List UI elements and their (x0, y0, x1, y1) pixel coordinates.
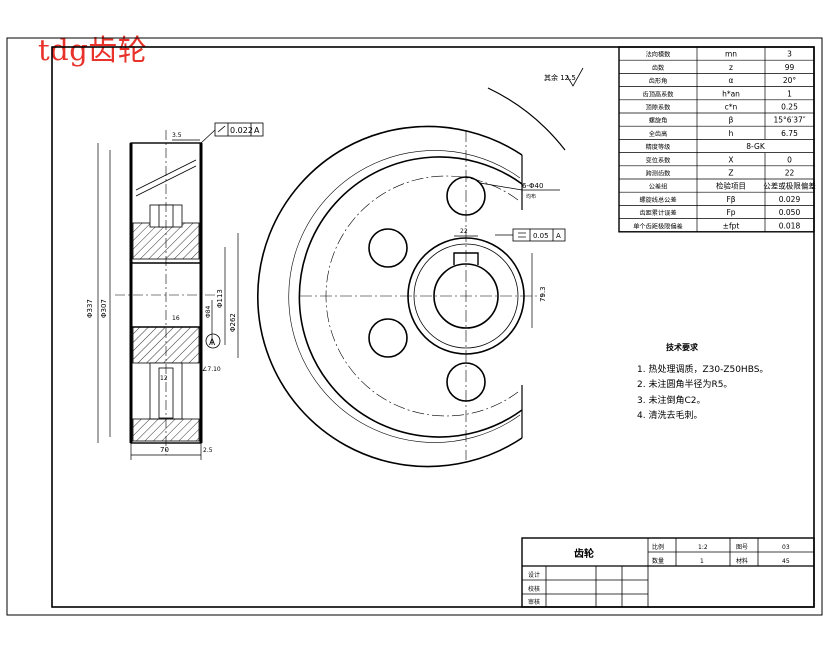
front-view (256, 67, 584, 468)
param-name: 变位系数 (646, 156, 672, 164)
param-value: 0.050 (779, 208, 801, 217)
drawing-no-label: 图号 (736, 544, 748, 551)
requirement-2: 2. 未注圆角半径为R5。 (637, 378, 732, 390)
param-value: 0.029 (779, 195, 801, 204)
datum-ref-right: A (556, 232, 561, 240)
param-value: 8-GK (746, 142, 766, 151)
param-symbol: mn (725, 50, 737, 59)
watermark-label: tdg齿轮 (38, 33, 148, 67)
param-name: 齿距累计误差 (639, 209, 676, 217)
param-name: 全齿高 (649, 130, 668, 138)
tolerance-value-right: 0.05 (533, 232, 549, 240)
param-name: 法向模数 (646, 51, 672, 59)
dim-bore-diameter: Φ84 (205, 305, 212, 318)
dim-keyway-width: 22 (460, 228, 468, 235)
requirement-3: 3. 未注倒角C2。 (637, 394, 705, 406)
param-value: 20° (783, 76, 797, 85)
param-name: 公差组 (649, 183, 668, 191)
outer-border (6, 37, 823, 616)
drawing-no-value: 03 (782, 544, 790, 551)
param-symbol: X (728, 155, 733, 164)
param-symbol: α (729, 76, 734, 85)
param-value: 0 (787, 155, 792, 164)
designer-label: 设计 (528, 571, 540, 579)
requirement-4: 4. 清洗去毛刺。 (637, 409, 702, 421)
param-value: 15°6′37″ (773, 116, 805, 125)
qty-label: 数量 (652, 557, 664, 565)
param-name: 顶隙系数 (646, 104, 672, 112)
part-name: 齿轮 (574, 547, 594, 560)
dim-end-offset: 2.5 (203, 447, 213, 454)
qty-value: 1 (700, 558, 704, 565)
checker-label: 校核 (528, 585, 540, 593)
param-symbol: ±fpt (723, 221, 740, 230)
param-name: 螺旋角 (649, 117, 668, 125)
param-name: 齿数 (652, 64, 665, 72)
title-block (521, 537, 815, 608)
param-symbol: β (729, 116, 734, 125)
param-symbol: 检验项目 (716, 181, 746, 191)
param-value: 1 (787, 89, 792, 98)
section-view (97, 122, 264, 460)
dim-keyway-depth: 79.3 (539, 286, 547, 302)
inner-frame (51, 46, 815, 608)
requirement-1: 1. 热处理调质，Z30-Z50HBS。 (637, 363, 768, 375)
param-name: 精度等级 (646, 143, 671, 151)
material-label: 材料 (736, 557, 748, 565)
parameter-table: 法向模数 mn 3 齿数 z 99 齿形角 α 20° 齿顶高系数 h*an 1 顶隙系数 c*n 0.25… (618, 46, 816, 233)
param-name: 单个齿距极限偏差 (633, 222, 683, 230)
datum-marker: A (209, 338, 216, 348)
dim-web-diameter: Φ262 (229, 313, 237, 332)
tolerance-value-left: 0.022 (230, 126, 253, 135)
dim-hub-step: 3.5 (172, 132, 182, 139)
dim-pitch-diameter: Φ307 (100, 299, 108, 318)
param-value: 0.25 (781, 103, 798, 112)
approver-label: 审核 (528, 598, 540, 606)
param-symbol: Fp (726, 208, 735, 217)
param-symbol: h (729, 129, 734, 138)
requirements-title: 技术要求 (666, 342, 699, 352)
param-name: 螺旋线总公差 (639, 196, 676, 204)
param-value: 公差或极限偏差 (763, 181, 816, 191)
dim-web-thickness: 12 (160, 375, 168, 382)
param-symbol: h*an (722, 89, 740, 98)
param-name: 跨测齿数 (646, 170, 672, 178)
dim-tip-diameter: Φ337 (86, 299, 94, 318)
param-value: 3 (787, 50, 792, 59)
param-symbol: c*n (725, 103, 738, 112)
param-symbol: z (729, 63, 733, 72)
param-value: 99 (785, 63, 795, 72)
dim-angle: ∠7.10 (202, 366, 221, 373)
param-value: 0.018 (779, 221, 801, 230)
roughness-note: 其余 12.5 (544, 73, 576, 82)
param-symbol: Fβ (726, 195, 735, 204)
scale-value: 1:2 (698, 544, 708, 551)
param-value: 6.75 (781, 129, 798, 138)
param-value: 22 (785, 169, 795, 178)
dim-hub-diameter: Φ113 (216, 289, 224, 308)
param-name: 齿顶高系数 (643, 90, 675, 98)
holes-note-sub: 均布 (526, 193, 536, 200)
dim-rim: 16 (172, 315, 180, 322)
scale-label: 比例 (652, 543, 664, 551)
holes-note: 6-Φ40 (522, 182, 543, 190)
material-value: 45 (782, 558, 790, 565)
dim-face-width: 70 (160, 446, 169, 454)
param-symbol: Z (728, 169, 733, 178)
param-name: 齿形角 (649, 77, 668, 85)
datum-ref-left: A (254, 126, 260, 135)
